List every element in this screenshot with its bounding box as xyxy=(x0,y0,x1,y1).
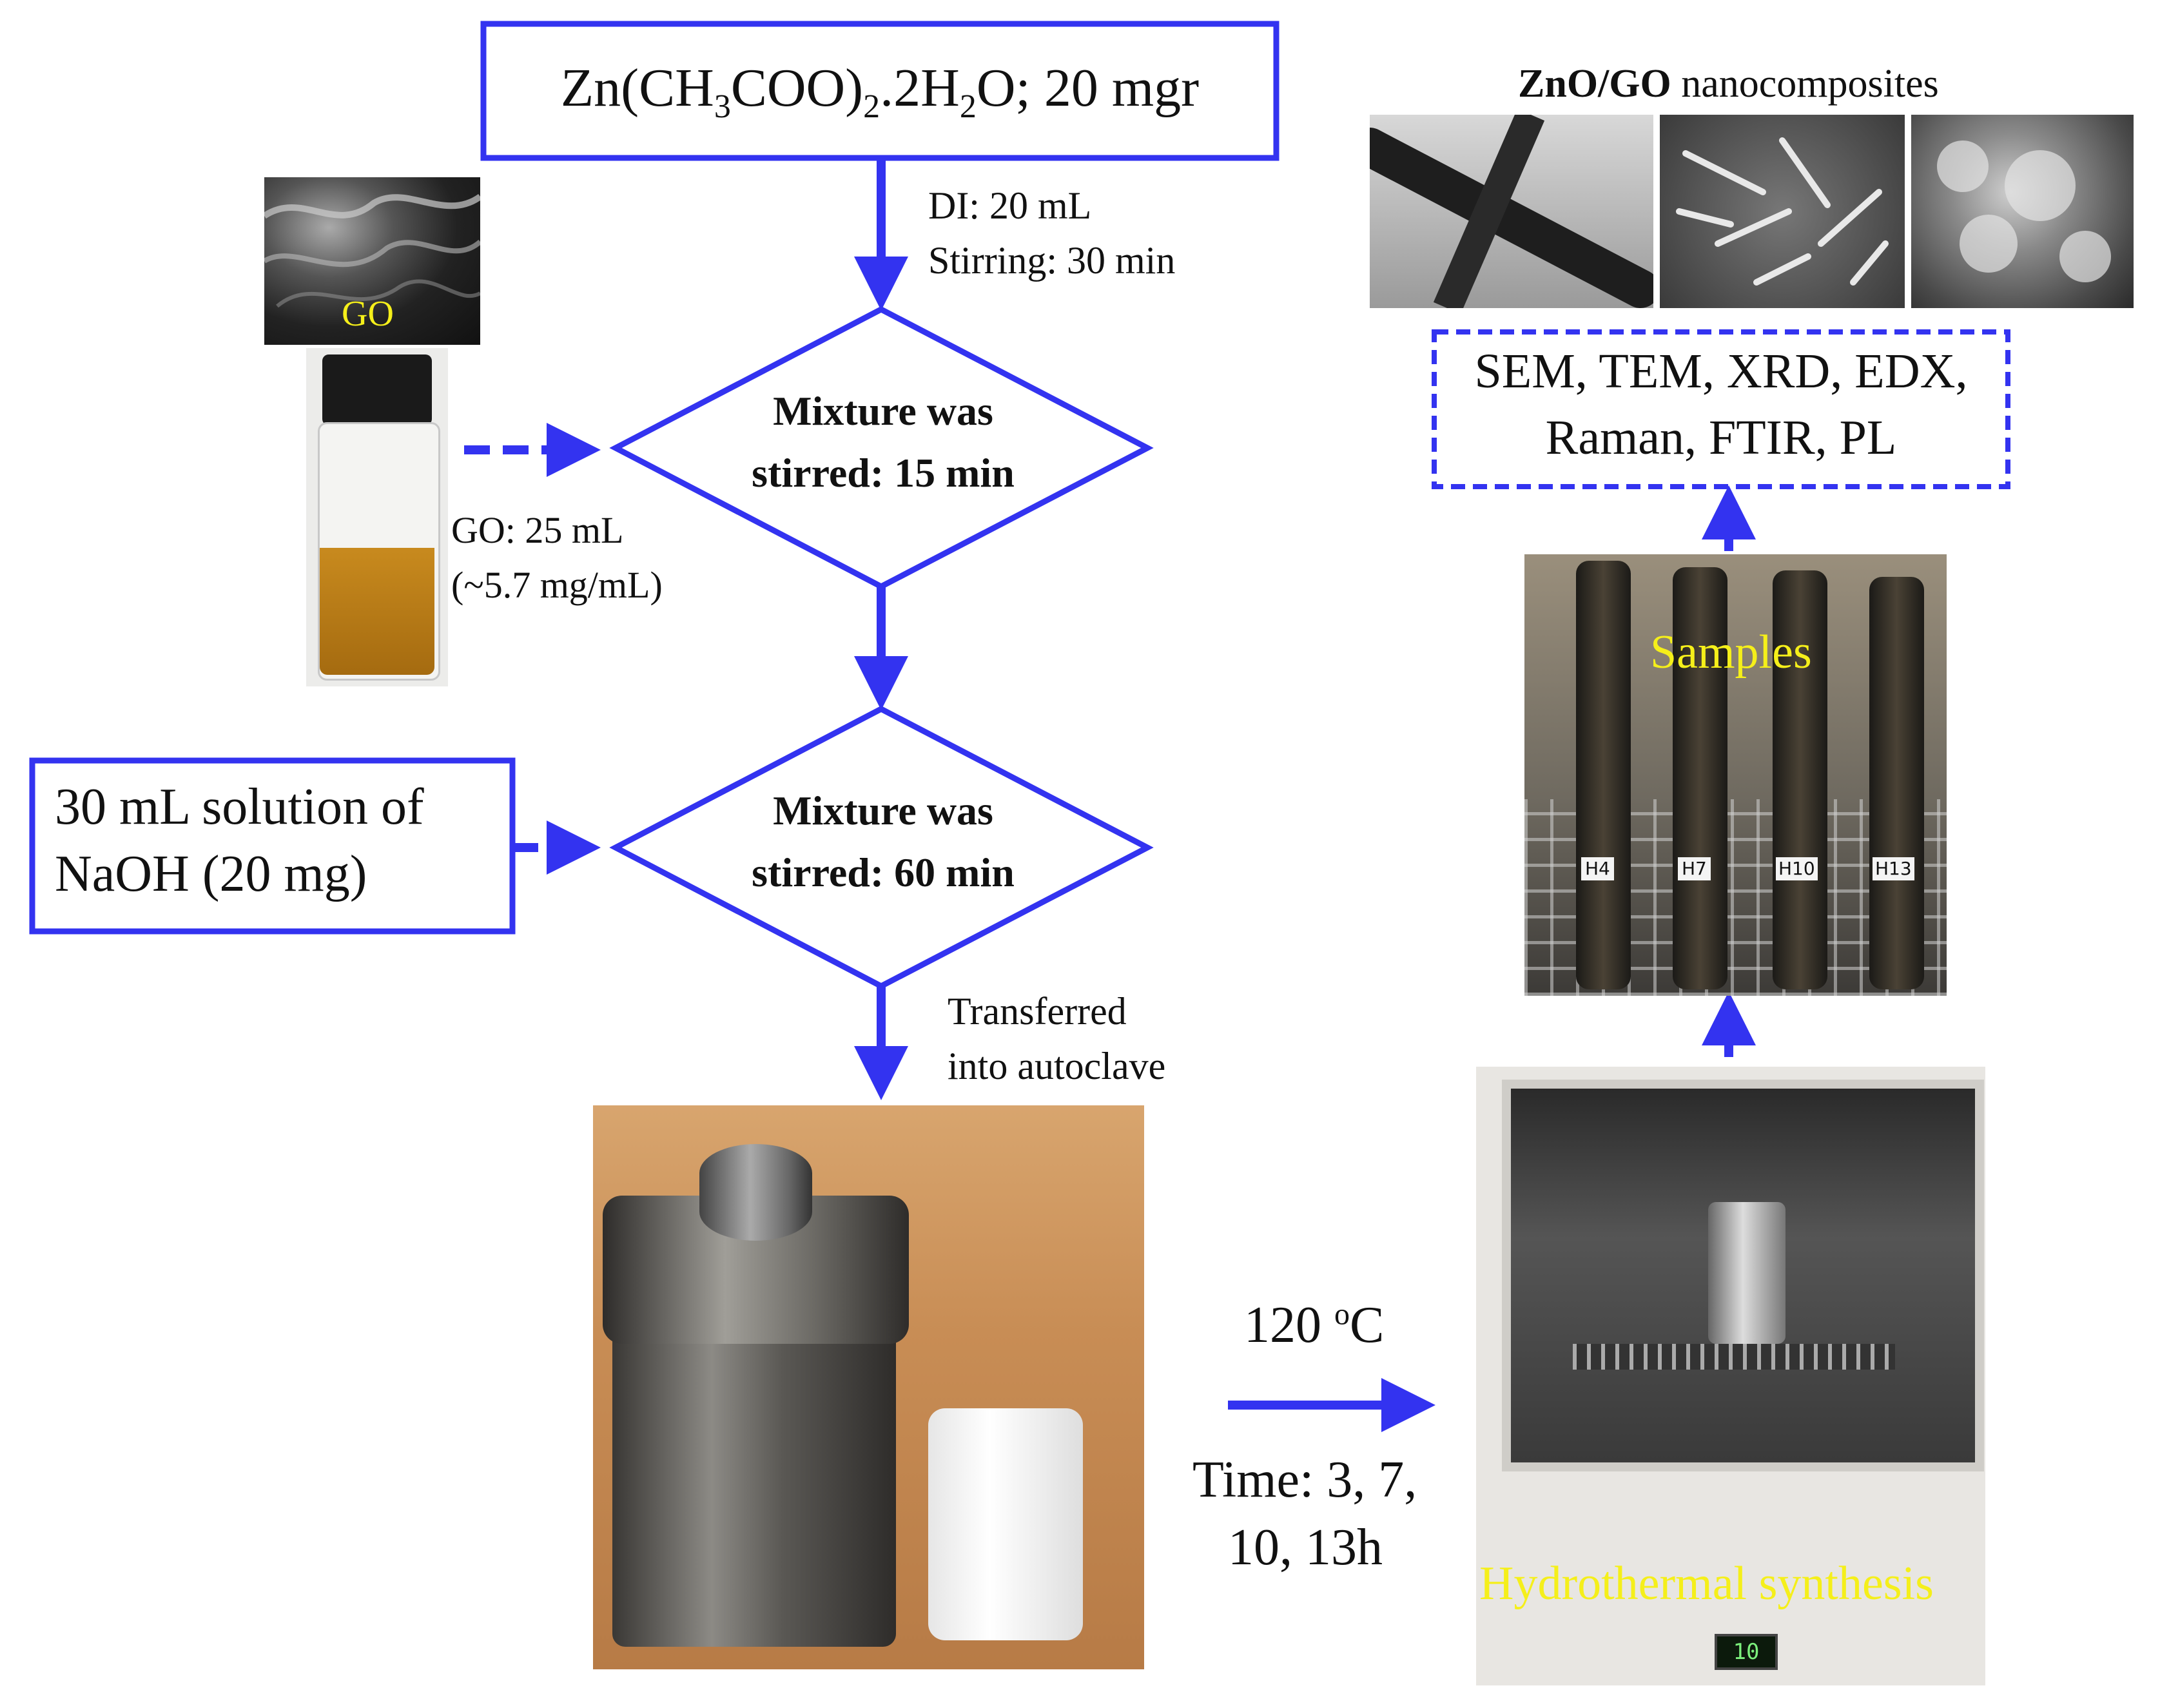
diamond1-line1: Mixture was xyxy=(773,388,993,434)
sample-tube-1 xyxy=(1576,561,1631,989)
temperature-value: 120 xyxy=(1244,1297,1334,1354)
diamond2-line2: stirred: 60 min xyxy=(752,849,1015,895)
oven-label: Hydrothermal synthesis xyxy=(1479,1557,1934,1610)
time-label-line2: 10, 13h xyxy=(1228,1519,1383,1576)
characterization-line1: SEM, TEM, XRD, EDX, xyxy=(1474,344,1968,398)
sem-image-2 xyxy=(1911,115,2134,308)
characterization-box: SEM, TEM, XRD, EDX, Raman, FTIR, PL xyxy=(1434,338,2008,471)
go-volume-label: GO: 25 mL xyxy=(451,509,624,551)
sem-image-1 xyxy=(1660,115,1905,308)
temperature-label: 120 oC xyxy=(1244,1296,1384,1355)
time-label-line1: Time: 3, 7, xyxy=(1192,1451,1417,1508)
sample-tube-3 xyxy=(1773,570,1827,989)
teflon-liner xyxy=(928,1408,1083,1640)
transfer-label-line1: Transferred xyxy=(948,990,1127,1033)
characterization-box-border xyxy=(1432,329,2010,489)
diamond1-line2: stirred: 15 min xyxy=(752,450,1015,496)
oven-photo: 10 Hydrothermal synthesis xyxy=(1476,1067,1985,1685)
naoh-line2: NaOH (20 mg) xyxy=(55,846,367,902)
nanocomposites-title-rest: nanocomposites xyxy=(1671,62,1939,106)
diamond2-line1: Mixture was xyxy=(773,788,993,833)
sample-tag-4: H13 xyxy=(1873,857,1914,881)
characterization-line2: Raman, FTIR, PL xyxy=(1545,410,1897,465)
top-box: Zn(CH3COO)2.2H2O; 20 mgr xyxy=(483,24,1276,158)
sample-tube-2 xyxy=(1673,567,1727,989)
vial-liquid xyxy=(320,548,434,675)
vial-cap xyxy=(322,354,432,425)
nanocomposites-title-bold: ZnO/GO xyxy=(1518,62,1671,106)
nanocomposites-title: ZnO/GO nanocomposites xyxy=(1518,61,1939,107)
go-vial-photo xyxy=(306,348,448,686)
tem-image xyxy=(1370,115,1653,308)
diamond2-text: Mixture was stirred: 60 min xyxy=(696,780,1070,904)
samples-photo: H4 H7 H10 H13 Samples xyxy=(1524,554,1947,996)
naoh-box: 30 mL solution of NaOH (20 mg) xyxy=(55,773,519,907)
stirring-time-label: Stirring: 30 min xyxy=(928,239,1176,282)
sample-tag-1: H4 xyxy=(1581,857,1614,881)
go-sem-image: GO xyxy=(264,177,480,345)
top-box-formula: Zn(CH3COO)2.2H2O; 20 mgr xyxy=(560,57,1200,125)
sample-tube-4 xyxy=(1869,577,1924,989)
go-concentration-label: (~5.7 mg/mL) xyxy=(451,564,663,606)
autoclave-cap xyxy=(699,1144,812,1241)
oven-display: 10 xyxy=(1715,1634,1778,1670)
naoh-line1: 30 mL solution of xyxy=(55,779,424,835)
temperature-unit: oC xyxy=(1334,1297,1385,1354)
autoclave-photo xyxy=(593,1105,1144,1669)
diamond1-text: Mixture was stirred: 15 min xyxy=(696,380,1070,504)
samples-label: Samples xyxy=(1650,626,1812,679)
di-water-label: DI: 20 mL xyxy=(928,184,1092,227)
sample-tag-3: H10 xyxy=(1776,857,1818,881)
transfer-label-line2: into autoclave xyxy=(948,1045,1166,1087)
go-image-label: GO xyxy=(342,294,394,334)
oven-vessel xyxy=(1708,1202,1785,1344)
oven-rack xyxy=(1573,1344,1895,1370)
sample-tag-2: H7 xyxy=(1678,857,1711,881)
